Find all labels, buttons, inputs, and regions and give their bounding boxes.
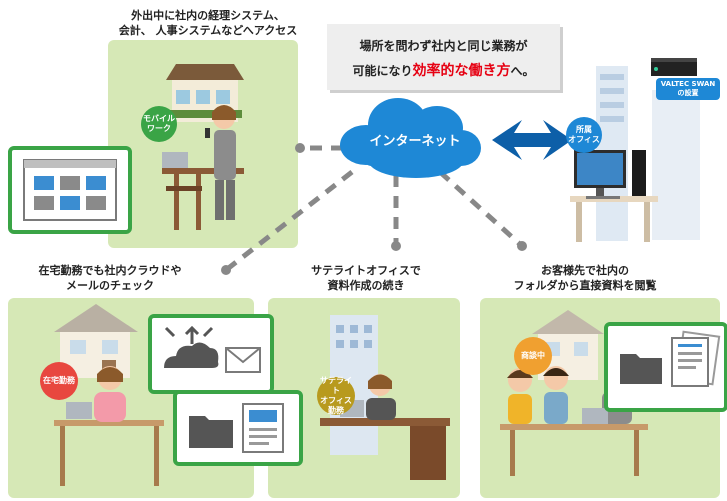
home-caption-line1: 在宅勤務でも社内クラウドや	[38, 264, 182, 277]
mobile-caption-line2: 会計、 人事システムなどへアクセス	[118, 24, 298, 37]
client-caption-line2: フォルダから直接資料を閲覧	[513, 279, 657, 292]
office-badge-line1: 所属	[576, 125, 592, 134]
client-laptop	[582, 408, 608, 424]
satellite-badge: サテライトオフィス勤務	[317, 376, 355, 415]
mobile-work-badge: モバイルワーク	[141, 106, 177, 142]
folder-documents-icon	[620, 330, 721, 387]
satellite-document-bubble	[173, 390, 303, 466]
cloud-upload-mail-icon	[164, 325, 261, 373]
headline-line1: 場所を問わず社内と同じ業務が	[359, 39, 528, 53]
home-badge-text: 在宅勤務	[43, 376, 75, 385]
satellite-caption-line1: サテライトオフィスで	[311, 264, 421, 277]
cafe-laptop	[162, 152, 188, 168]
internet-cloud	[340, 98, 481, 178]
valtec-swan-server	[651, 58, 697, 76]
home-laptop	[66, 402, 92, 419]
home-desk	[54, 420, 164, 486]
connector-home	[224, 170, 354, 272]
client-badge-text: 商談中	[521, 351, 545, 360]
home-caption-line2: メールのチェック	[66, 279, 154, 292]
client-meeting-badge: 商談中	[514, 337, 552, 375]
headline-box: 場所を問わず社内と同じ業務が 可能になり効率的な働き方へ。	[327, 24, 560, 90]
internet-label: インターネット	[369, 134, 461, 149]
server-label-line2: の設置	[677, 89, 699, 97]
connector-lines	[224, 145, 524, 272]
server-label-line1: VALTEC SWAN	[660, 80, 716, 88]
connector-client	[438, 170, 524, 248]
cafe-table	[162, 168, 244, 230]
satellite-badge-line2: オフィス勤務	[320, 396, 352, 415]
office-badge: 所属オフィス	[566, 117, 602, 153]
connector-dot-mobile	[295, 143, 305, 153]
satellite-badge-line1: サテライト	[320, 376, 352, 395]
connector-dot-satellite	[391, 241, 401, 251]
mobile-badge-line2: ワーク	[147, 124, 171, 133]
client-caption-line1: お客様先で社内の	[541, 264, 629, 277]
office-badge-line2: オフィス	[568, 135, 600, 144]
headline-line2: 可能になり効率的な働き方へ。	[327, 60, 560, 80]
home-work-badge: 在宅勤務	[40, 362, 78, 400]
satellite-desk	[320, 418, 450, 480]
connector-dot-home	[221, 265, 231, 275]
businesswoman-mobile	[205, 105, 236, 220]
client-folder-bubble	[604, 322, 727, 412]
satellite-caption: サテライトオフィスで 資料作成の続き	[296, 263, 436, 293]
office-workstation	[570, 150, 658, 242]
connector-dot-client	[517, 241, 527, 251]
server-label: VALTEC SWAN の設置	[656, 78, 720, 100]
mobile-caption: 外出中に社内の経理システム、 会計、 人事システムなどへアクセス	[98, 8, 318, 38]
headline-suffix: へ。	[510, 64, 535, 78]
app-window-icon	[23, 159, 117, 221]
office-link-arrow	[492, 120, 572, 160]
home-cloud-mail-bubble	[148, 314, 274, 394]
mobile-caption-line1: 外出中に社内の経理システム、	[131, 9, 285, 22]
headline-highlight: 効率的な働き方	[412, 63, 511, 79]
mobile-app-bubble	[8, 146, 132, 234]
folder-document-icon	[189, 403, 284, 453]
home-caption: 在宅勤務でも社内クラウドや メールのチェック	[10, 263, 210, 293]
client-table	[500, 424, 648, 476]
satellite-caption-line2: 資料作成の続き	[327, 279, 405, 292]
satellite-woman	[366, 374, 396, 420]
client-caption: お客様先で社内の フォルダから直接資料を閲覧	[490, 263, 680, 293]
home-woman	[94, 366, 126, 422]
headline-prefix: 可能になり	[352, 64, 413, 78]
mobile-badge-line1: モバイル	[143, 114, 175, 123]
